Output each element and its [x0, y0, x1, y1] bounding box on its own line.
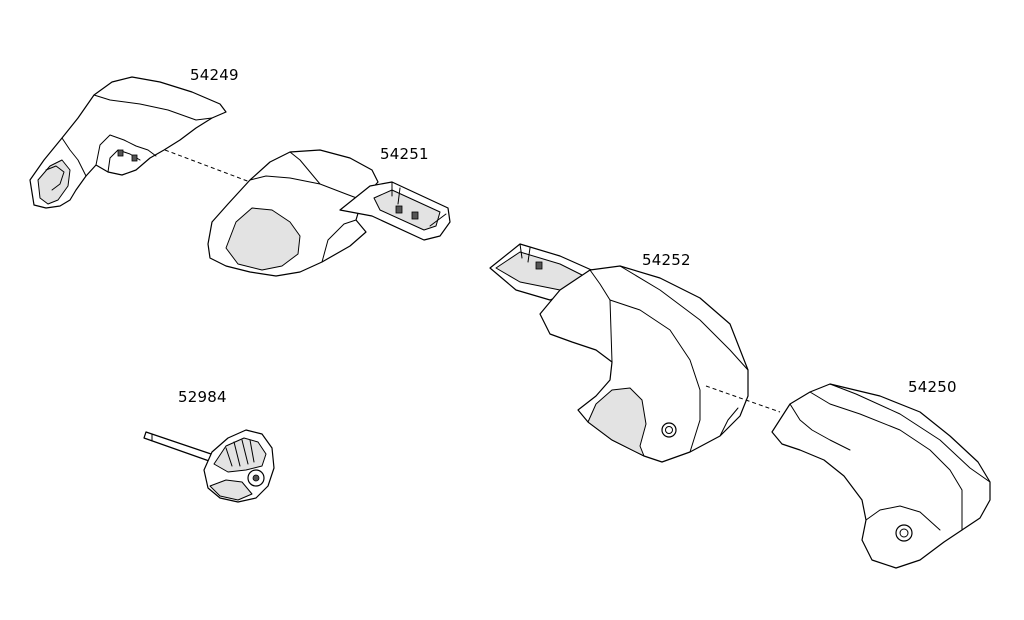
- part-number-label-54250: 54250: [908, 378, 957, 396]
- part-52984-key-tool: [143, 429, 275, 503]
- part-number-label-52984: 52984: [178, 388, 227, 406]
- part-54249-end-cap-left: [29, 76, 227, 209]
- part-54252-foot-right: [489, 243, 749, 463]
- part-54250-end-cap-right: [771, 383, 991, 569]
- part-number-label-54252: 54252: [642, 251, 691, 269]
- assembly-line-1: [164, 149, 251, 183]
- part-number-label-54251: 54251: [380, 145, 429, 163]
- part-54251-foot-left: [207, 149, 451, 277]
- part-number-label-54249: 54249: [190, 66, 239, 84]
- assembly-line-2: [705, 385, 781, 413]
